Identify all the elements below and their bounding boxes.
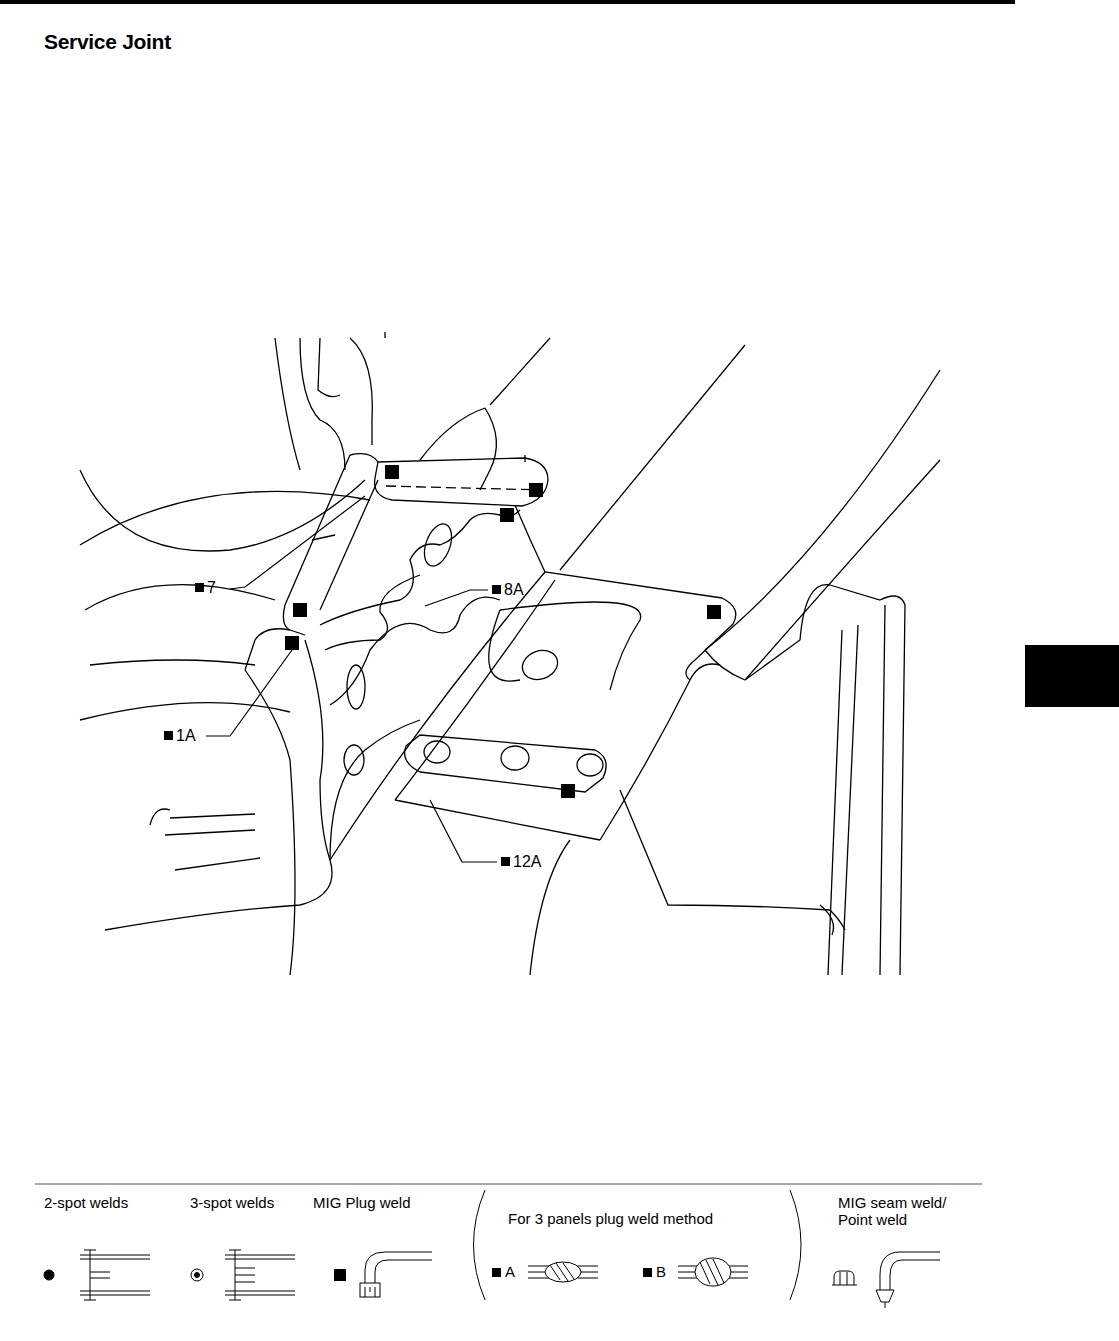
callout-number: 8A xyxy=(504,581,524,598)
legend-text-holder: 3-spot welds xyxy=(190,1194,274,1211)
legend-text-holder: B xyxy=(656,1263,666,1280)
legend-note-holder: For 3 panels plug weld method xyxy=(508,1210,713,1227)
page-title-holder: Service Joint xyxy=(44,30,171,54)
callout-number-holder: 12A xyxy=(513,853,541,871)
page-title: Service Joint xyxy=(44,30,171,53)
plug-weld-marks xyxy=(285,465,721,798)
legend-text-holder: 2-spot welds xyxy=(44,1194,128,1211)
legend-text: 2-spot welds xyxy=(44,1194,128,1211)
legend-text: 3-spot welds xyxy=(190,1194,274,1211)
legend-text: MIG seam weld/ Point weld xyxy=(838,1194,946,1228)
legend-text: B xyxy=(656,1263,666,1280)
callout-squares xyxy=(164,583,510,866)
callout-number: 1A xyxy=(176,727,196,744)
callout-number: 12A xyxy=(513,853,541,870)
legend-note: For 3 panels plug weld method xyxy=(508,1210,713,1227)
callout-number-holder: 1A xyxy=(176,727,196,745)
callout-number-holder: 7 xyxy=(207,579,216,597)
panel-lines xyxy=(80,332,940,975)
legend-text: A xyxy=(505,1263,515,1280)
legend-text-holder: MIG Plug weld xyxy=(313,1194,411,1211)
top-rule xyxy=(0,0,1015,4)
leader-lines xyxy=(206,496,497,862)
legend-text-holder: MIG seam weld/ Point weld xyxy=(838,1194,968,1228)
callout-number: 7 xyxy=(207,579,216,596)
legend-symbols xyxy=(44,1190,940,1308)
section-tab xyxy=(1025,645,1119,707)
legend-rule xyxy=(35,1184,982,1185)
legend-text-holder: A xyxy=(505,1263,515,1280)
legend-text: MIG Plug weld xyxy=(313,1194,411,1211)
callout-number-holder: 8A xyxy=(504,581,524,599)
